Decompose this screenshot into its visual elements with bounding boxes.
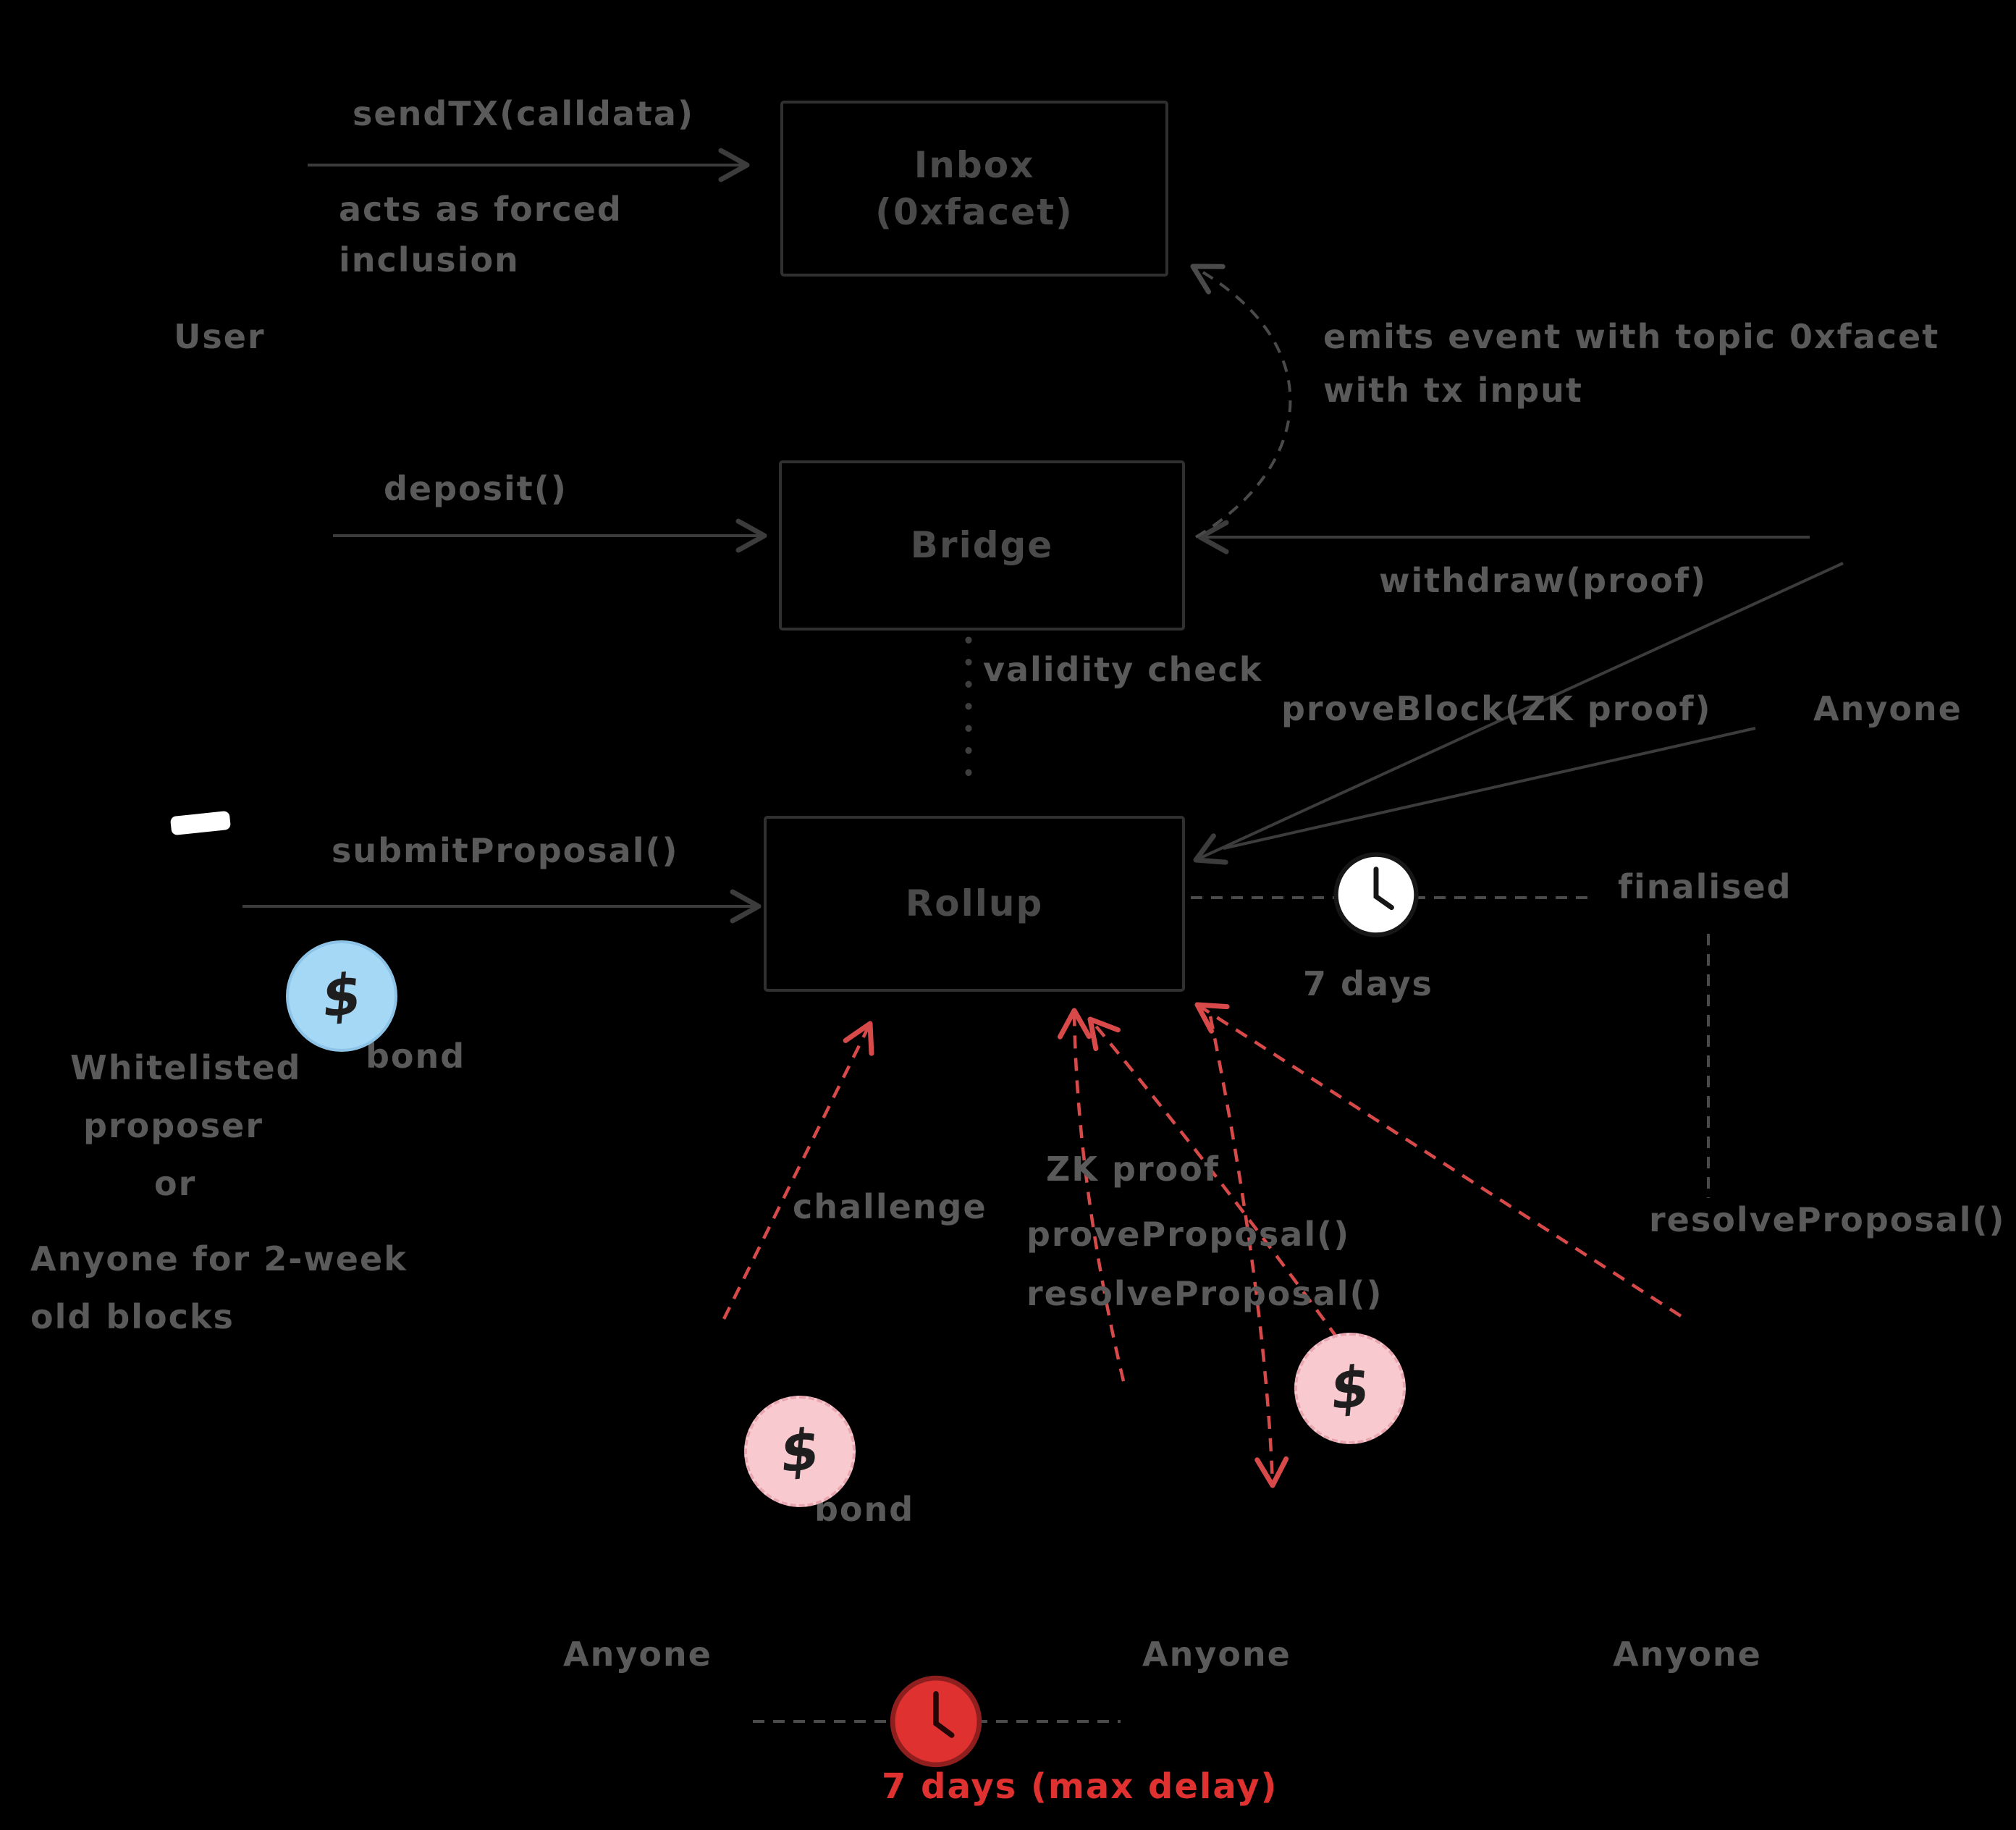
send-tx-label: sendTX(calldata) [353,94,694,133]
max-delay-label: 7 days (max delay) [882,1766,1278,1807]
forced-inclusion-line2: inclusion [339,240,520,279]
bond-blue-icon: $ [286,940,397,1052]
submit-proposal-label: submitProposal() [332,831,679,870]
seven-days-label: 7 days [1303,964,1433,1003]
resolve-proposal-arrow [1087,1016,1352,1358]
anyone-bottom-3: Anyone [1613,1635,1762,1674]
emits-event-line2: with tx input [1323,371,1583,410]
challenge-label: challenge [793,1187,987,1226]
bond-slash-down-arrow [1208,1016,1289,1488]
anyone-right-label: Anyone [1813,689,1962,728]
inbox-node: Inbox (0xfacet) [780,101,1168,277]
user-label: User [174,317,266,356]
anyone-bottom-1: Anyone [563,1635,712,1674]
bond-pink-icon-1: $ [744,1396,856,1507]
proposer-note-line2: proposer [83,1106,264,1145]
clock-icon-red [887,1672,985,1771]
clock-icon-white [1330,849,1422,940]
dollar-icon: $ [319,961,365,1031]
finalised-label: finalised [1618,867,1792,906]
prove-block-arrow [1193,562,1844,865]
resolve-proposal-right-label: resolveProposal() [1649,1200,2006,1239]
inbox-title: Inbox [914,143,1035,186]
proposer-note-line3: or [154,1164,197,1203]
emits-event-dashed-arrow [1190,263,1292,539]
prove-proposal-label: proveProposal() [1026,1215,1351,1254]
resolve-proposal-label: resolveProposal() [1026,1274,1383,1313]
rollup-node: Rollup [764,816,1185,992]
challenge-arrow [722,1021,874,1320]
withdraw-label: withdraw(proof) [1379,561,1708,600]
bond-pink-icon-2: $ [1294,1333,1406,1444]
rollup-title: Rollup [905,882,1044,924]
anyone-bottom-2: Anyone [1142,1635,1291,1674]
proposer-note-line5: old blocks [30,1297,235,1336]
bridge-node: Bridge [779,460,1185,631]
forced-inclusion-line1: acts as forced [339,190,623,229]
inbox-subtitle: (0xfacet) [875,190,1074,233]
emits-event-line1: emits event with topic 0xfacet [1323,317,1940,356]
proposer-note-line4: Anyone for 2-week [30,1239,408,1278]
bond-blue-label: bond [366,1037,466,1076]
zk-proof-label: ZK proof [1046,1150,1220,1189]
prove-block-label: proveBlock(ZK proof) [1281,689,1712,728]
prove-block-arrow-branch [1223,727,1756,850]
proposer-note-line1: Whitelisted [70,1048,302,1087]
dollar-icon: $ [1327,1354,1373,1423]
deposit-label: deposit() [384,469,568,508]
prove-proposal-arrow [1057,1008,1126,1382]
validity-check-label: validity check [983,650,1263,689]
bridge-title: Bridge [910,524,1054,566]
resolve-proposal-long-arrow [1194,1002,1682,1317]
dollar-icon: $ [777,1417,823,1486]
